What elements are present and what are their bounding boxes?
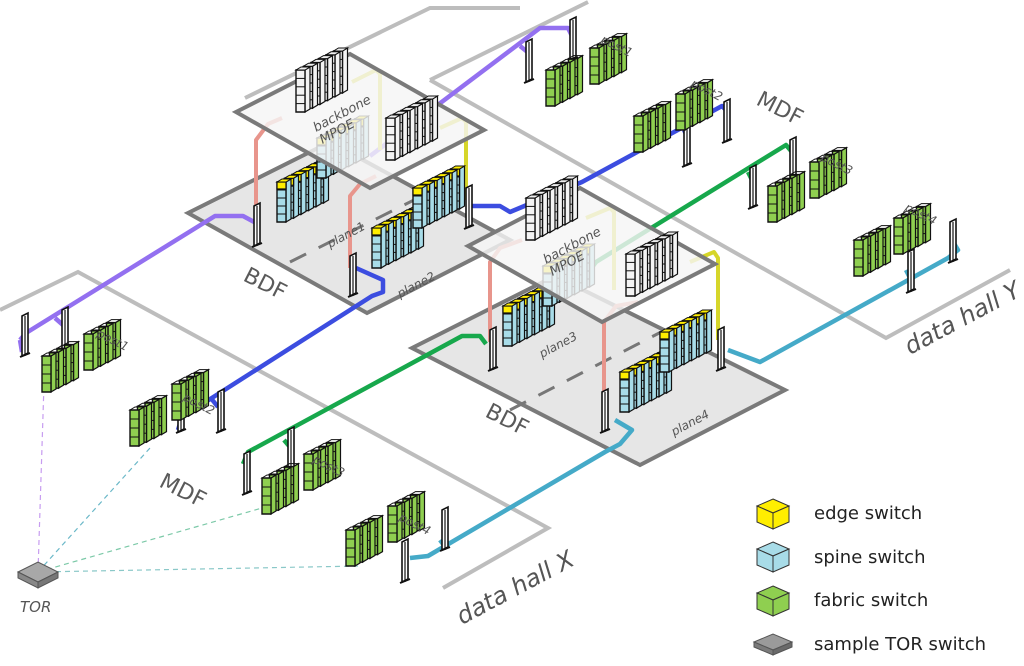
tor-label: TOR <box>20 598 51 616</box>
cable-riser <box>722 99 732 143</box>
edge-switch <box>660 332 669 339</box>
cable-riser <box>748 165 758 209</box>
legend-item-fabric: fabric switch <box>752 579 1022 623</box>
data-hall-x-label: data hall X <box>452 545 580 631</box>
cable-riser <box>948 219 958 263</box>
bdf-top-label: BDF <box>239 263 290 306</box>
cable-riser <box>20 313 30 357</box>
edge-switch <box>620 372 629 379</box>
legend-label: fabric switch <box>814 590 928 611</box>
cable-riser <box>716 327 726 371</box>
cable-riser <box>400 539 410 583</box>
edge-switch <box>372 228 381 235</box>
legend-item-tor: sample TOR switch <box>752 623 1022 666</box>
cable-riser <box>464 185 474 229</box>
tor-link <box>38 384 44 572</box>
fabric-switch-rack-row <box>42 342 79 392</box>
cable-riser <box>600 389 610 433</box>
edge-switch <box>413 188 422 195</box>
cable-riser <box>524 39 534 83</box>
edge-switch-cube-icon <box>752 496 794 532</box>
mdf-right-label: MDF <box>752 87 807 131</box>
fabric-switch-rack-row <box>346 516 383 566</box>
data-hall-y-label: data hall Y <box>900 275 1024 361</box>
fabric-switch-rack-row <box>634 102 671 152</box>
tor-link <box>38 508 262 572</box>
cable-riser <box>906 249 916 293</box>
cable-riser <box>440 507 450 551</box>
legend-label: edge switch <box>814 503 922 524</box>
fabric-switch-rack-row <box>768 172 805 222</box>
edge-switch <box>503 306 512 313</box>
fabric-switch-rack-row <box>546 56 583 106</box>
cable-riser <box>242 451 252 495</box>
legend-label: spine switch <box>814 547 925 568</box>
tor-link <box>38 566 360 572</box>
cable-riser <box>216 389 226 433</box>
spine-switch-cube-icon <box>752 539 794 575</box>
tor-switch-icon <box>752 626 794 662</box>
fabric-switch-cube-icon <box>752 583 794 619</box>
fabric-switch-rack-row <box>262 464 299 514</box>
legend-item-edge: edge switch <box>752 492 1022 536</box>
legend-label: sample TOR switch <box>814 634 986 655</box>
fabric-switch-rack-row <box>854 226 891 276</box>
legend: edge switch spine switch fabric switch s… <box>752 492 1022 666</box>
mpoe-top-platform <box>236 54 484 188</box>
edge-switch <box>277 182 286 189</box>
cable-riser <box>488 327 498 371</box>
fabric-switch-rack-row <box>130 396 167 446</box>
tor-link <box>38 448 150 572</box>
legend-item-spine: spine switch <box>752 536 1022 580</box>
cable-riser <box>252 203 262 247</box>
cable-riser <box>348 253 358 297</box>
cable-riser <box>568 17 578 61</box>
mdf-left-label: MDF <box>155 469 210 513</box>
